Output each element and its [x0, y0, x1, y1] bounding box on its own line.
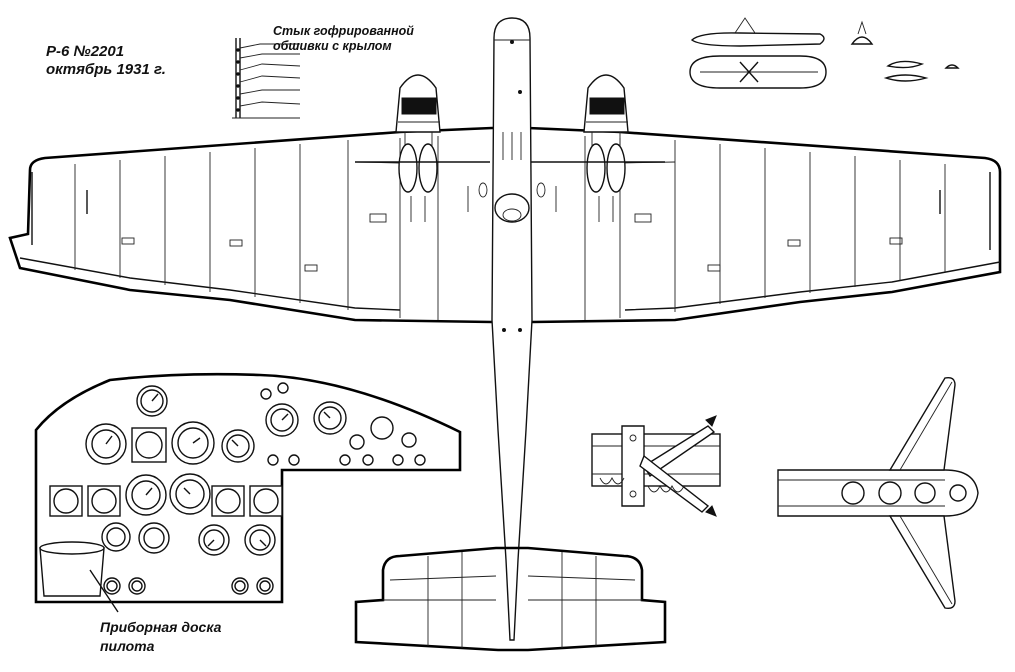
instrument-panel — [34, 372, 462, 613]
tail-fin-detail — [777, 376, 979, 610]
panel-caption-line2: пилота — [100, 638, 155, 654]
tailplane — [354, 546, 667, 652]
panel-caption-line1: Приборная доска — [100, 619, 222, 635]
fuselage — [467, 17, 557, 641]
skin-joint-label-line2: обшивки с крылом — [273, 39, 392, 53]
skin-joint-label-line1: Стык гофрированной — [273, 24, 414, 38]
right-engine-nacelle — [530, 74, 665, 222]
skin-joint-detail — [232, 38, 301, 119]
left-engine-nacelle — [355, 74, 490, 222]
spar-junction-detail — [591, 415, 721, 517]
drawing-date: октябрь 1931 г. — [46, 61, 166, 78]
aircraft-designation: Р-6 №2201 — [46, 43, 124, 60]
side-view-sketches — [689, 17, 960, 89]
